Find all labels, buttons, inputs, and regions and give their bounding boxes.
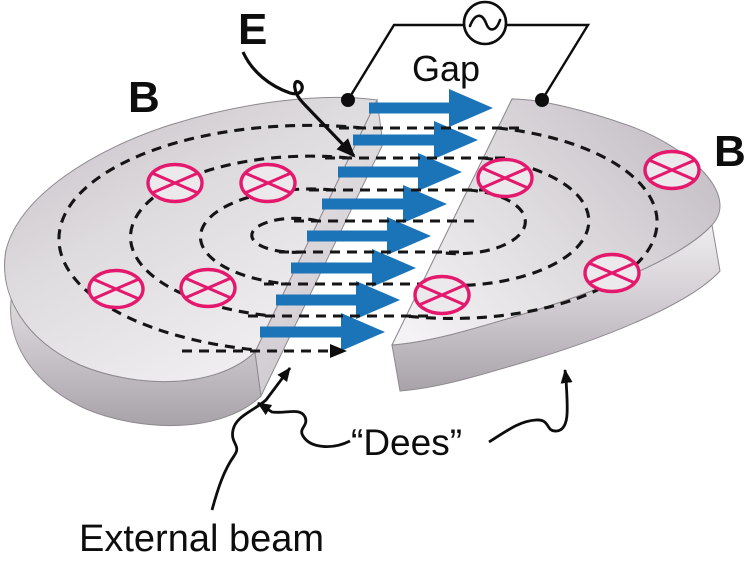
ac-source-icon — [462, 0, 508, 46]
b-into-page-icon — [179, 267, 237, 309]
b-field-markers — [87, 149, 701, 316]
b-into-page-icon — [413, 274, 471, 316]
label-gap: Gap — [412, 48, 481, 89]
ac-circuit — [341, 0, 591, 107]
external-beam-pointer-arrow — [210, 367, 292, 511]
orbit-arc-left-dee — [57, 123, 364, 352]
label-external-beam: External beam — [79, 518, 325, 560]
sine-wave-icon — [468, 14, 502, 31]
orbit-arc-right-dee — [436, 188, 527, 256]
orbit-arc-right-dee — [405, 126, 659, 321]
orbit-arc-left-dee — [250, 216, 319, 254]
e-field-arrow-icon — [291, 249, 416, 287]
e-field-arrow-icon — [307, 217, 431, 255]
label-e-field: E — [238, 5, 268, 54]
e-label-pointer-arrow — [241, 51, 356, 158]
b-into-page-icon — [146, 162, 204, 204]
dees-pointer-left-arrow — [257, 401, 351, 448]
wire-right — [506, 23, 591, 101]
left-dee — [4, 96, 384, 427]
b-into-page-icon — [583, 252, 641, 294]
e-field-arrow-icon — [338, 153, 462, 191]
beam-exit-arrow-icon — [330, 344, 347, 358]
e-field-arrow-icon — [322, 185, 447, 223]
e-field-arrows — [260, 89, 493, 351]
annotation-arrows — [210, 51, 573, 511]
wire-left — [346, 23, 464, 101]
b-into-page-icon — [476, 157, 534, 199]
wire-terminal-dot — [341, 93, 355, 107]
b-into-page-icon — [87, 268, 145, 310]
wire-terminal-dot — [535, 93, 549, 107]
e-field-arrow-icon — [369, 89, 493, 127]
label-b-left: B — [128, 73, 160, 122]
e-field-arrow-icon — [353, 121, 478, 159]
label-dees: “Dees” — [351, 422, 463, 463]
dees-pointer-right-arrow — [488, 369, 573, 444]
e-field-arrow-icon — [276, 281, 400, 319]
orbit-arc-right-dee — [421, 156, 591, 288]
b-into-page-icon — [643, 149, 701, 191]
b-into-page-icon — [239, 162, 297, 204]
e-field-arrow-icon — [260, 313, 385, 351]
label-b-right: B — [714, 127, 746, 176]
